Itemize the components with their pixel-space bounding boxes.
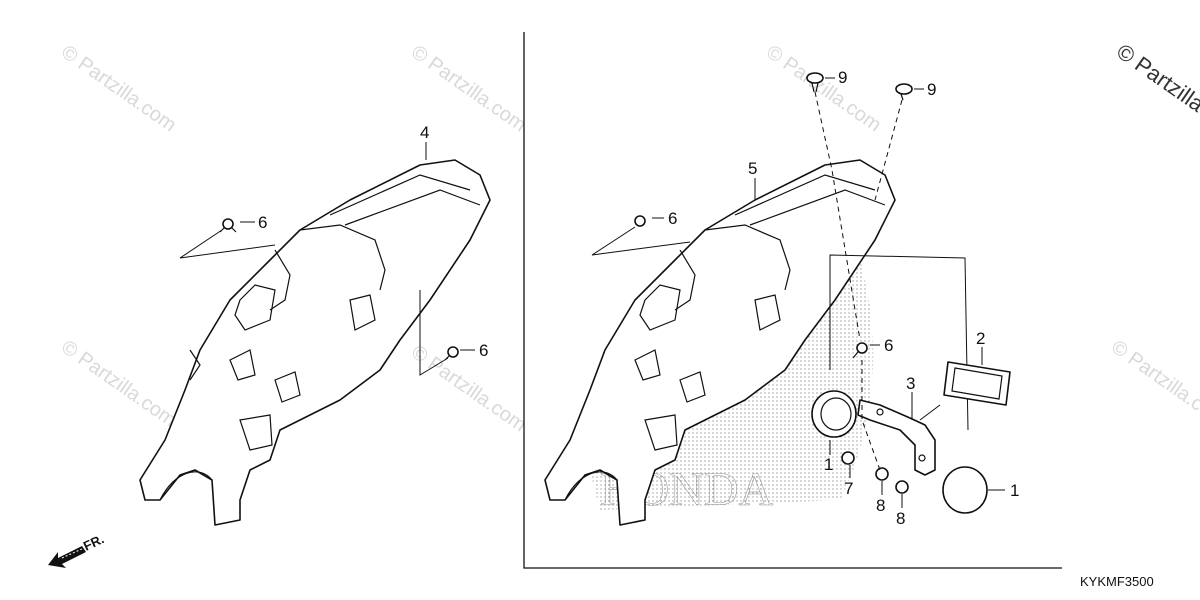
dash-bolt-center: [861, 360, 881, 471]
leader-2-tie: [919, 404, 941, 421]
callout-6-left-top: 6: [258, 213, 267, 232]
callout-5: 5: [748, 159, 757, 178]
diagram-code: KYKMF3500: [1080, 574, 1154, 589]
callout-8a: 8: [876, 496, 885, 515]
nut-7: [841, 451, 855, 465]
reflector-plate: [943, 361, 1011, 406]
rear-fender-left: [139, 159, 491, 526]
front-direction-label: FR.: [81, 531, 106, 553]
callout-9b: 9: [927, 80, 936, 99]
reflector-right: [942, 466, 988, 514]
callout-6-left-right: 6: [479, 341, 488, 360]
watermark-1: © Partzilla.com: [57, 41, 180, 136]
license-bracket: [857, 399, 936, 476]
leader-6c-bracket: [591, 226, 691, 256]
leader-6b-bracket: [419, 290, 449, 376]
callout-1-right: 1: [1010, 481, 1019, 500]
watermark-corner: © Partzilla: [1112, 39, 1200, 118]
nut-8a: [875, 467, 889, 481]
leader-bracket-frame: [829, 254, 969, 431]
callout-4: 4: [420, 123, 429, 142]
bolt-left-top: [219, 218, 237, 233]
watermark-3: © Partzilla.com: [762, 41, 885, 136]
reflector-left: [811, 390, 857, 438]
leader-6a-bracket: [179, 229, 276, 259]
callout-labels: 4 6 6 5 6 9 9 6 2 3 1 1 7 8 8: [258, 68, 1019, 528]
bolt-center: [852, 342, 868, 359]
rear-fender-right: [544, 159, 896, 526]
front-direction-arrow: FR.: [48, 531, 106, 568]
nut-8b: [895, 480, 909, 494]
callout-3: 3: [906, 374, 915, 393]
callout-9a: 9: [838, 68, 847, 87]
bolt-right-left: [634, 215, 646, 227]
watermark-5: © Partzilla.com: [407, 341, 530, 436]
callout-6-right-left: 6: [668, 209, 677, 228]
callout-1-left: 1: [824, 455, 833, 474]
callout-2: 2: [976, 329, 985, 348]
assembly-frame: [523, 32, 1062, 569]
callout-8b: 8: [896, 509, 905, 528]
callout-7: 7: [844, 479, 853, 498]
screw-b: [895, 83, 913, 101]
bolt-left-right: [444, 346, 459, 361]
watermark-4: © Partzilla.com: [57, 336, 180, 431]
screw-a: [806, 72, 824, 93]
callout-6-center: 6: [884, 336, 893, 355]
watermark-6: © Partzilla.com: [1107, 336, 1200, 431]
